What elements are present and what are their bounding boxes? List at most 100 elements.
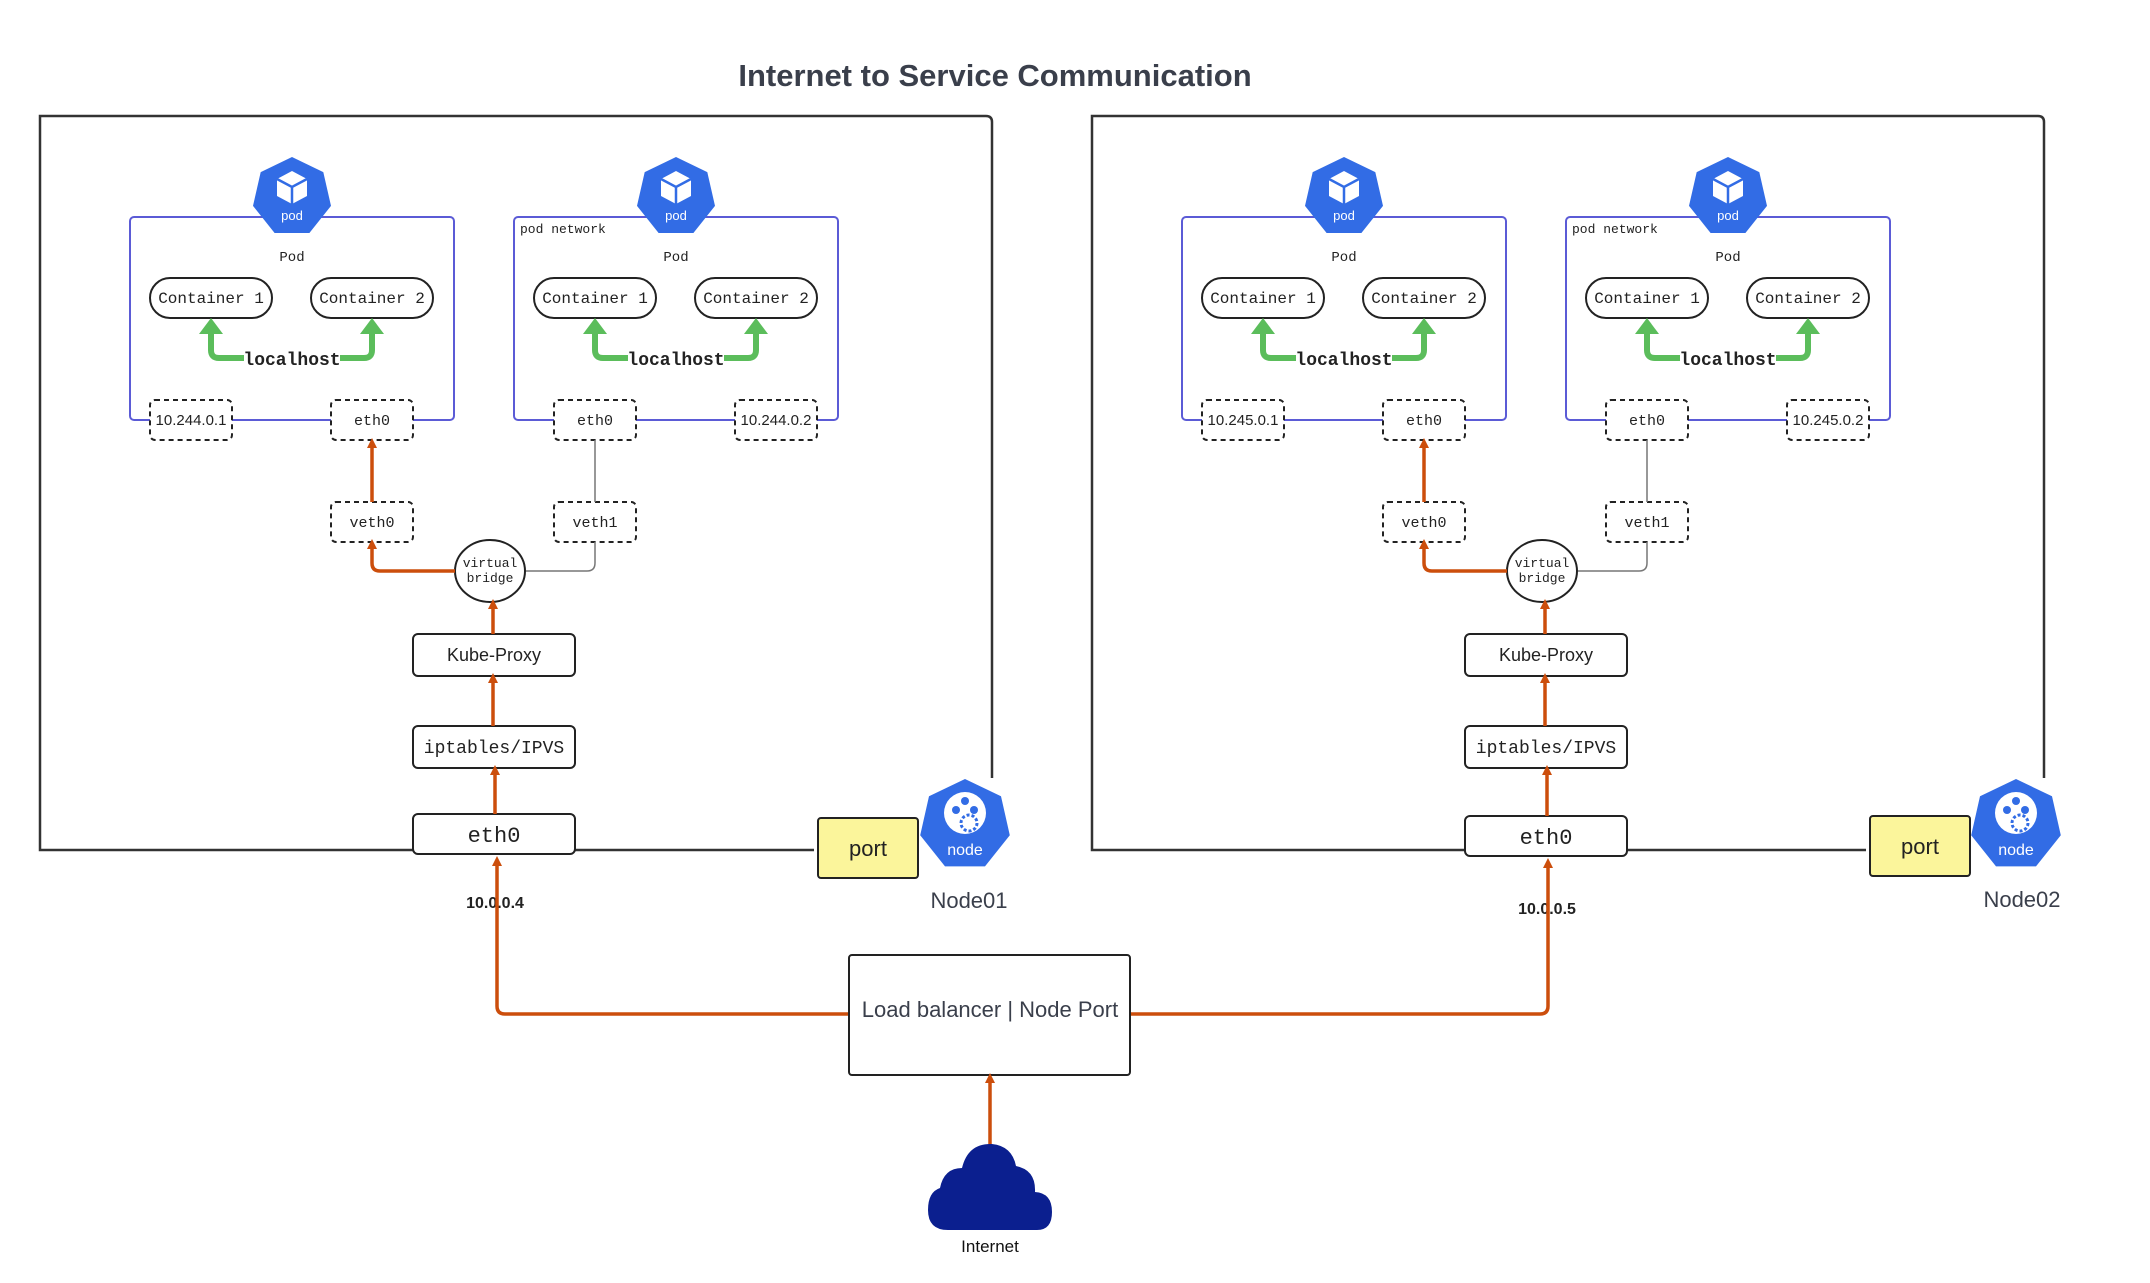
veth0-label: veth0 [349,515,394,532]
localhost-arrowhead [199,318,223,334]
localhost-arrowhead [744,318,768,334]
veth1-label: veth1 [572,515,617,532]
pod-ip-label: 10.244.0.1 [156,412,227,429]
pod-icon-cube-edges [1712,177,1744,204]
port-label: port [849,836,887,861]
traffic-arrow [1419,539,1507,573]
pod-eth0-label: eth0 [1629,413,1665,430]
container-label: Container 1 [158,290,264,308]
traffic-arrow [367,539,455,573]
container-label: Container 2 [319,290,425,308]
pod-icon-label: pod [281,208,303,223]
localhost-label: localhost [1679,351,1776,371]
pod-title: Pod [663,250,688,266]
node-icon-dot [2003,806,2011,814]
node-icon-gear [959,813,979,833]
pod-ip-label: 10.245.0.1 [1208,412,1279,429]
load-balancer-label: Load balancer | Node Port [862,997,1118,1022]
localhost-arrow [1776,331,1811,361]
veth1-label: veth1 [1624,515,1669,532]
localhost-arrow [592,331,628,361]
localhost-arrow [1644,331,1680,361]
node-icon-dot [961,797,969,805]
pod-ip-box [1201,399,1285,441]
localhost-arrow [208,331,244,361]
localhost-arrowhead [1635,318,1659,334]
localhost-arrowhead [1796,318,1820,334]
node-frame [38,114,994,852]
node-icon-label: node [1998,842,2034,859]
container-label: Container 2 [1371,290,1477,308]
container-label: Container 1 [542,290,648,308]
node-icon-dot [2021,806,2029,814]
lb-to-node02-arrow [1130,858,1553,1016]
localhost-arrow [1392,331,1427,361]
localhost-arrow [724,331,759,361]
node-icon-label: node [947,842,983,859]
pod-icon: pod [637,157,715,233]
pod-ip-label: 10.245.0.2 [1793,412,1864,429]
node-icon-gear [2010,813,2030,833]
node-eth0-label: eth0 [468,824,521,849]
pod-network-label: pod network [520,222,606,237]
pod-network-label: pod network [1572,222,1658,237]
pod-icon: pod [1689,157,1767,233]
virtual-bridge-label-2: bridge [467,571,514,586]
kube-proxy-label: Kube-Proxy [1499,645,1593,665]
node-frame [1090,114,2046,852]
pod-icon-cube-edges [1328,177,1360,204]
bridge-link [1578,440,1648,572]
container-label: Container 2 [1755,290,1861,308]
iptables-label: iptables/IPVS [1476,739,1616,759]
kube-proxy-label: Kube-Proxy [447,645,541,665]
pod-eth0-label: eth0 [577,413,613,430]
node-icon-dot [952,806,960,814]
container-label: Container 1 [1594,290,1700,308]
diagram-title: Internet to Service Communication [738,58,1251,93]
pod-ip-box [149,399,233,441]
pod-icon-label: pod [1717,208,1739,223]
pod-icon-cube-edges [660,177,692,204]
virtual-bridge-label-1: virtual [1515,556,1570,571]
localhost-arrow [340,331,375,361]
pod-icon-cube-edges [276,177,308,204]
pod-icon-label: pod [1333,208,1355,223]
node-icon-dot [2012,797,2020,805]
pod-icon: pod [253,157,331,233]
virtual-bridge-label-2: bridge [1519,571,1566,586]
bridge-link [526,440,596,572]
localhost-label: localhost [1295,351,1392,371]
localhost-arrow [1260,331,1296,361]
localhost-arrowhead [583,318,607,334]
internet-label: Internet [961,1237,1019,1256]
pod-ip-label: 10.244.0.2 [741,412,812,429]
iptables-label: iptables/IPVS [424,739,564,759]
node-name: Node01 [930,888,1007,913]
pod-title: Pod [279,250,304,266]
cloud-icon [928,1143,1052,1230]
localhost-arrowhead [360,318,384,334]
port-box [1869,815,1971,877]
localhost-label: localhost [243,351,340,371]
node-icon-dot [970,806,978,814]
virtual-bridge-label-1: virtual [463,556,518,571]
node-name: Node02 [1983,887,2060,912]
pod-title: Pod [1715,250,1740,266]
lb-to-node01-arrow [492,856,849,1016]
port-label: port [1901,834,1939,859]
localhost-label: localhost [627,351,724,371]
localhost-arrowhead [1251,318,1275,334]
port-box [817,817,919,879]
node-ip: 10.0.0.4 [466,895,524,912]
cloud-shape [928,1143,1052,1230]
veth0-label: veth0 [1401,515,1446,532]
pod-ip-box [734,399,818,441]
